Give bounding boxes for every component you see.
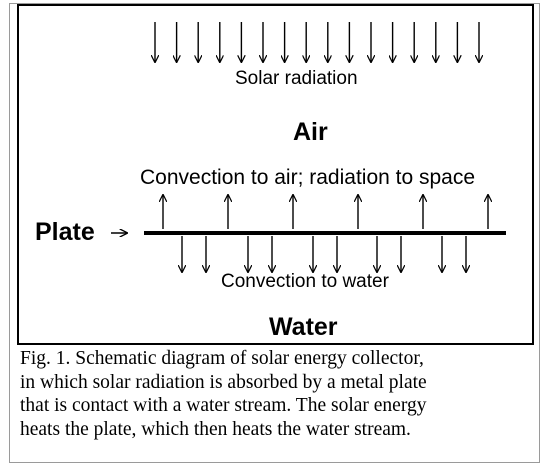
- air-label: Air: [293, 118, 328, 146]
- solar-radiation-arrows: [155, 22, 479, 62]
- convection-water-arrows: [182, 236, 466, 272]
- caption-line: in which solar radiation is absorbed by …: [20, 371, 427, 393]
- plate-label: Plate: [35, 218, 95, 247]
- caption-line: Fig. 1. Schematic diagram of solar energ…: [20, 348, 424, 369]
- caption-line: that is contact with a water stream. The…: [20, 395, 427, 416]
- plate-label-text: Plate: [35, 218, 95, 246]
- caption-line: heats the plate, which then heats the wa…: [20, 418, 411, 440]
- water-label: Water: [269, 313, 338, 341]
- convection-air-arrows: [163, 195, 488, 229]
- solar-radiation-label: Solar radiation: [235, 68, 358, 89]
- convection-water-label: Convection to water: [221, 271, 389, 292]
- convection-air-label: Convection to air; radiation to space: [140, 166, 476, 189]
- figure-caption: Fig. 1. Schematic diagram of solar energ…: [20, 347, 535, 441]
- diagram-box: [17, 4, 534, 345]
